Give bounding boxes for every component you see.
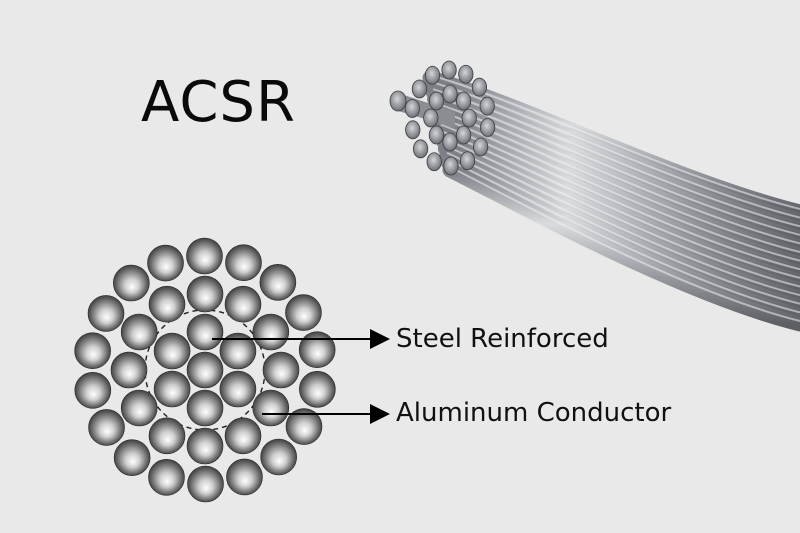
steel-strand	[153, 332, 191, 370]
outer-strand-end	[443, 156, 459, 176]
inner-strand-end	[461, 108, 477, 128]
outer-strand-end	[471, 77, 488, 97]
outer-strand-end	[472, 137, 489, 157]
aluminum-strand	[259, 264, 297, 301]
aluminum-strand	[262, 351, 300, 389]
inner-strand-end	[428, 125, 445, 145]
aluminum-strand	[148, 459, 185, 496]
cable-strand-highlight	[448, 159, 800, 314]
aluminum-strand	[113, 439, 151, 476]
cable-end-face	[389, 60, 496, 176]
outer-strand-end	[479, 96, 495, 116]
aluminum-strand	[148, 417, 186, 455]
aluminum-strand	[187, 465, 224, 503]
aluminum-conductor-label: Aluminum Conductor	[396, 398, 672, 428]
cable-strand-highlight	[429, 74, 800, 210]
aluminum-strand	[299, 370, 336, 408]
inner-strand-end	[442, 132, 458, 152]
aluminum-strand	[74, 372, 112, 409]
outer-strand-end	[459, 151, 476, 171]
aluminum-strand	[147, 244, 184, 282]
cable-strand-highlight	[444, 144, 800, 297]
outer-strand-end	[458, 64, 474, 84]
outer-strand-end	[426, 152, 442, 172]
aluminum-strand	[120, 389, 158, 427]
aluminum-strand	[224, 285, 262, 323]
aluminum-strand	[252, 313, 290, 351]
outer-strand-end	[480, 118, 496, 137]
aluminum-strand	[260, 438, 297, 476]
cable-strand-highlight	[431, 81, 800, 219]
aluminum-strand	[186, 237, 223, 275]
steel-reinforced-label: Steel Reinforced	[396, 324, 609, 354]
outer-strand-end	[405, 120, 421, 140]
cross-section	[74, 237, 336, 503]
cable-strand-highlight	[446, 151, 800, 305]
steel-strand	[219, 370, 257, 408]
outer-strand-end	[411, 79, 428, 99]
inner-strand-end	[428, 91, 445, 111]
steel-core-end	[389, 90, 407, 112]
aluminum-strand	[224, 417, 262, 455]
cable-3d-view	[389, 60, 800, 332]
aluminum-strand	[110, 351, 148, 389]
outer-strand-end	[424, 65, 441, 85]
aluminum-strand	[252, 389, 290, 427]
steel-strand	[186, 389, 224, 427]
aluminum-strand	[298, 331, 336, 368]
inner-strand-end	[442, 84, 458, 104]
inner-strand-end	[455, 91, 472, 111]
aluminum-strand	[225, 244, 262, 281]
steel-strand	[186, 351, 224, 389]
outer-strand-end	[404, 99, 420, 118]
aluminum-strand	[285, 294, 322, 331]
aluminum-strand	[88, 409, 125, 446]
cable-strand-highlight	[432, 88, 800, 228]
aluminum-strand	[186, 275, 224, 313]
steel-strand	[219, 332, 257, 370]
inner-strand-end	[455, 125, 472, 145]
aluminum-strand	[120, 313, 158, 351]
aluminum-strand	[87, 295, 125, 332]
aluminum-strand	[148, 285, 186, 323]
aluminum-strand	[285, 408, 323, 445]
steel-strand	[153, 370, 191, 408]
outer-strand-end	[412, 139, 429, 159]
steel-strand	[186, 313, 224, 351]
aluminum-strand	[186, 427, 224, 465]
cable-strand-highlight	[438, 116, 800, 262]
aluminum-strand	[113, 264, 150, 302]
cable-strand-highlight	[449, 166, 800, 322]
inner-strand-end	[423, 108, 439, 128]
diagram-title: ACSR	[141, 70, 296, 135]
aluminum-strand	[74, 332, 111, 370]
outer-strand-end	[441, 60, 457, 80]
cable-strand	[442, 162, 800, 332]
aluminum-strand	[226, 458, 263, 496]
